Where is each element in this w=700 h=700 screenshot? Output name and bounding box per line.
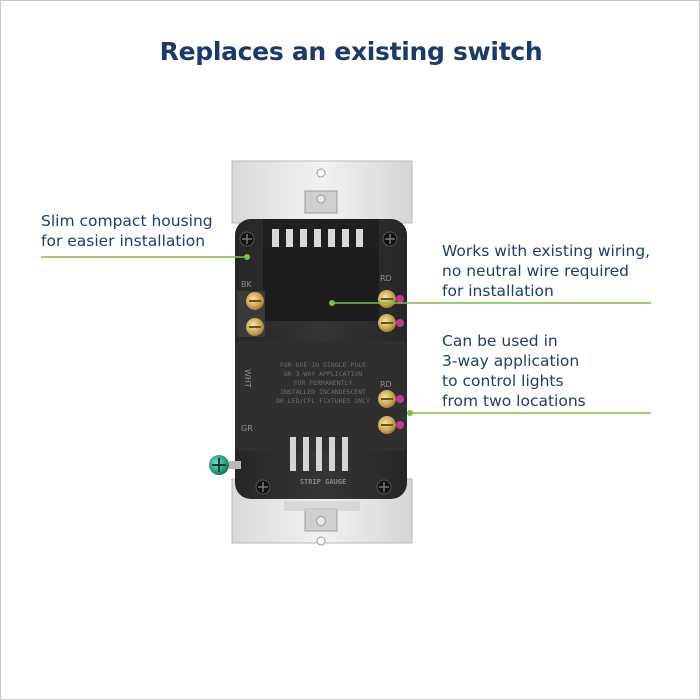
callout-line: for installation xyxy=(442,282,554,300)
callout-line: for easier installation xyxy=(41,232,206,250)
callout-line: Works with existing wiring, xyxy=(442,242,651,260)
callout-existing-wiring: Works with existing wiring, no neutral w… xyxy=(442,241,650,301)
body-text-line: OR 3-WAY APPLICATION xyxy=(284,370,362,378)
vent-slots xyxy=(272,229,363,247)
callout-slim-housing: Slim compact housing for easier installa… xyxy=(41,211,213,251)
side-label-wht: WHT xyxy=(243,369,252,388)
callout-line: 3-way application xyxy=(442,352,580,370)
callout-line: Can be used in xyxy=(442,332,558,350)
leader-lines xyxy=(41,254,651,416)
terminal-label-rd-bottom: RD xyxy=(380,380,392,389)
terminal-screws-left xyxy=(237,291,265,337)
housing-screws xyxy=(239,231,398,495)
terminal-label-bk: BK xyxy=(241,280,252,289)
body-text-line: FOR PERMANENTLY xyxy=(294,379,353,387)
terminal-label-rd-top: RD xyxy=(380,274,392,283)
switch-housing xyxy=(235,219,407,511)
ground-screw xyxy=(209,455,241,475)
strip-gauge-slots xyxy=(290,437,348,471)
body-text-line: FOR USE IN SINGLE POLE xyxy=(280,361,366,369)
leader-dot xyxy=(407,410,413,416)
strip-gauge-label: STRIP GAUGE xyxy=(300,478,346,486)
callout-3-way: Can be used in 3-way application to cont… xyxy=(442,331,586,411)
callout-line: Slim compact housing xyxy=(41,212,213,230)
leader-dot xyxy=(244,254,250,260)
body-text-line: OR LED/CFL FIXTURES ONLY xyxy=(276,397,370,405)
callout-line: from two locations xyxy=(442,392,586,410)
callout-line: no neutral wire required xyxy=(442,262,630,280)
body-text-line: INSTALLED INCANDESCENT xyxy=(280,388,366,396)
leader-dot xyxy=(329,300,335,306)
terminal-label-gr: GR xyxy=(241,424,253,433)
page-title: Replaces an existing switch xyxy=(159,37,543,66)
callout-line: to control lights xyxy=(442,372,564,390)
terminal-screws-right xyxy=(378,290,404,434)
